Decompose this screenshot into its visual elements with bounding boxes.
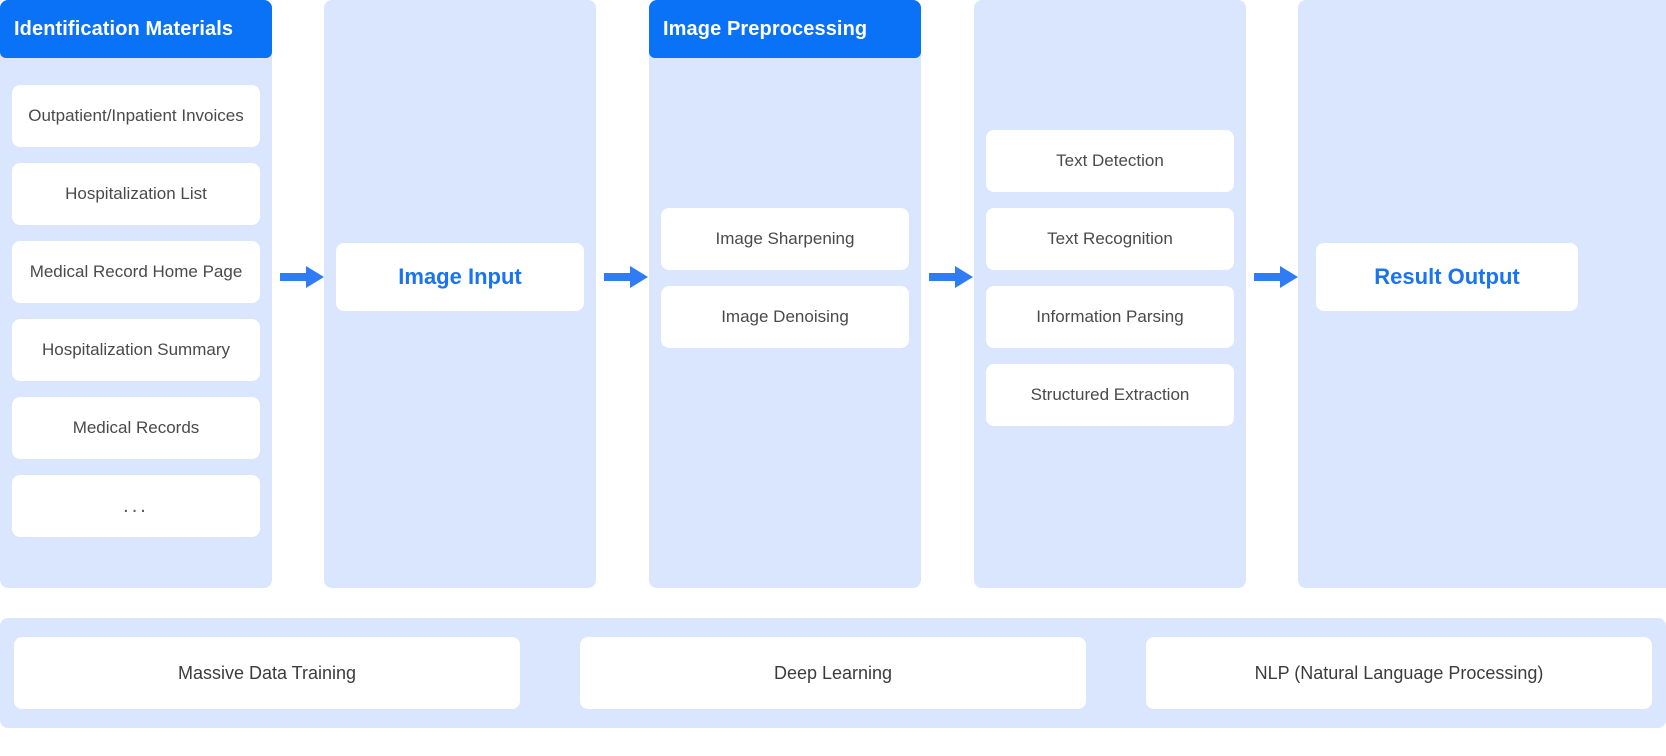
column-identification-materials: Identification Materials Outpatient/Inpa… <box>0 0 272 588</box>
column-header-image-preprocessing: Image Preprocessing <box>649 0 921 58</box>
column-image-preprocessing: Image Preprocessing Image Sharpening Ima… <box>649 0 921 588</box>
foundation-item-massive-data-training[interactable]: Massive Data Training <box>14 637 520 709</box>
foundation-bar: Massive Data Training Deep Learning NLP … <box>0 618 1666 728</box>
arrow-right-icon-1 <box>276 262 328 292</box>
list-item-ellipsis[interactable]: ... <box>12 475 260 537</box>
list-item[interactable]: Hospitalization Summary <box>12 319 260 381</box>
list-item[interactable]: Medical Records <box>12 397 260 459</box>
pipeline-diagram: Identification Materials Outpatient/Inpa… <box>0 0 1666 588</box>
list-item[interactable]: Medical Record Home Page <box>12 241 260 303</box>
stage-image-denoising[interactable]: Image Denoising <box>661 286 909 348</box>
arrow-right-icon-4 <box>1250 262 1302 292</box>
stage-structured-extraction[interactable]: Structured Extraction <box>986 364 1234 426</box>
stage-image-sharpening[interactable]: Image Sharpening <box>661 208 909 270</box>
column-result-output: Result Output <box>1298 0 1666 588</box>
foundation-item-nlp[interactable]: NLP (Natural Language Processing) <box>1146 637 1652 709</box>
arrow-right-icon-3 <box>925 262 977 292</box>
stage-text-recognition[interactable]: Text Recognition <box>986 208 1234 270</box>
list-item[interactable]: Hospitalization List <box>12 163 260 225</box>
stage-result-output[interactable]: Result Output <box>1316 243 1578 311</box>
column-header-identification-materials: Identification Materials <box>0 0 272 58</box>
foundation-item-deep-learning[interactable]: Deep Learning <box>580 637 1086 709</box>
arrow-right-icon-2 <box>600 262 652 292</box>
column-image-input: Image Input <box>324 0 596 588</box>
stage-information-parsing[interactable]: Information Parsing <box>986 286 1234 348</box>
stage-image-input[interactable]: Image Input <box>336 243 584 311</box>
list-item[interactable]: Outpatient/Inpatient Invoices <box>12 85 260 147</box>
column-recognition: Text Detection Text Recognition Informat… <box>974 0 1246 588</box>
stage-text-detection[interactable]: Text Detection <box>986 130 1234 192</box>
